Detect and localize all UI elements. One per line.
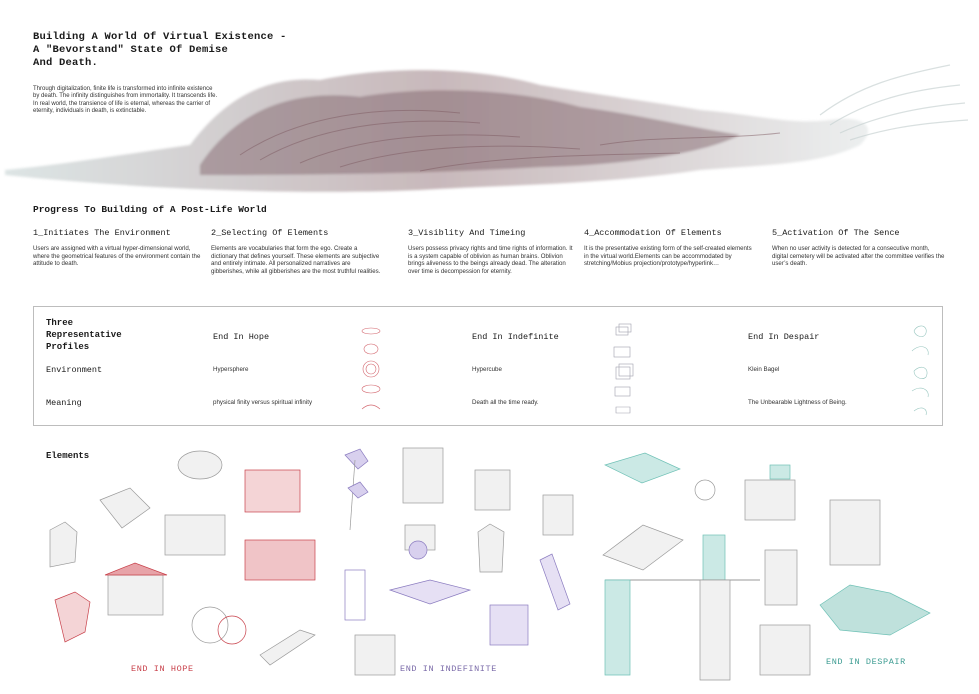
elements-collage-image	[49, 447, 931, 681]
hero-layered-figure-image	[5, 64, 969, 192]
column-heading-end-in-despair: End In Despair	[748, 332, 820, 342]
step-heading: 5_Activation Of The Sence	[772, 228, 900, 238]
row-label-environment: Environment	[46, 365, 103, 375]
progress-step-5: 5_Activation Of The Sence When no user a…	[772, 228, 947, 268]
step-heading: 4_Accommodation Of Elements	[584, 228, 722, 238]
step-body: Elements are vocabularies that form the …	[211, 245, 381, 275]
progress-step-2: 2_Selecting Of Elements Elements are voc…	[211, 228, 381, 275]
step-heading: 1_Initiates The Environment	[33, 228, 171, 238]
elements-title: Elements	[46, 451, 90, 461]
progress-step-1: 1_Initiates The Environment Users are as…	[33, 228, 203, 268]
cell-environment: Klein Bagel	[748, 366, 780, 373]
row-label-meaning: Meaning	[46, 398, 82, 408]
progress-step-4: 4_Accommodation Of Elements It is the pr…	[584, 228, 754, 268]
profiles-title-line: Representative	[46, 330, 122, 340]
label-end-in-indefinite: END IN INDEFINITE	[400, 664, 497, 674]
step-heading: 3_Visiblity And Timeing	[408, 228, 526, 238]
step-body: When no user activity is detected for a …	[772, 245, 945, 268]
progress-step-3: 3_Visiblity And Timeing Users possess pr…	[408, 228, 578, 275]
hypersphere-diagram-icon	[361, 327, 381, 410]
cell-meaning: The Unbearable Lightness of Being.	[748, 399, 847, 406]
step-body: Users are assigned with a virtual hyper-…	[33, 245, 201, 268]
title-line-2: A "Bevorstand" State Of Demise	[33, 44, 229, 56]
cell-meaning: physical finity versus spiritual infinit…	[213, 399, 313, 406]
step-heading: 2_Selecting Of Elements	[211, 228, 329, 238]
profiles-title-line: Profiles	[46, 342, 90, 352]
profiles-title-line: Three	[46, 318, 74, 328]
indefinite-elements	[344, 447, 574, 676]
hypercube-diagram-icon	[613, 323, 634, 414]
page-title: Building A World Of Virtual Existence - …	[33, 31, 313, 70]
cell-environment: Hypersphere	[213, 366, 249, 373]
column-heading-end-in-hope: End In Hope	[213, 332, 270, 342]
title-line-3: And Death.	[33, 57, 99, 69]
cell-environment: Hypercube	[472, 366, 502, 373]
hope-elements	[49, 450, 316, 666]
profiles-title: Three Representative Profiles	[46, 317, 166, 353]
step-body: It is the presentative existing form of …	[584, 245, 752, 268]
progress-title: Progress To Building of A Post-Life Worl…	[33, 204, 267, 215]
label-end-in-hope: END IN HOPE	[131, 664, 194, 674]
cell-meaning: Death all the time ready.	[472, 399, 539, 406]
profiles-panel: Three Representative Profiles Environmen…	[33, 306, 943, 426]
klein-bagel-diagram-icon	[911, 325, 929, 416]
step-body: Users possess privacy rights and time ri…	[408, 245, 573, 275]
intro-text: Through digitalization, finite life is t…	[33, 86, 218, 115]
column-heading-end-in-indefinite: End In Indefinite	[472, 332, 559, 342]
label-end-in-despair: END IN DESPAIR	[826, 657, 906, 667]
title-line-1: Building A World Of Virtual Existence -	[33, 31, 287, 43]
despair-elements	[602, 452, 931, 681]
